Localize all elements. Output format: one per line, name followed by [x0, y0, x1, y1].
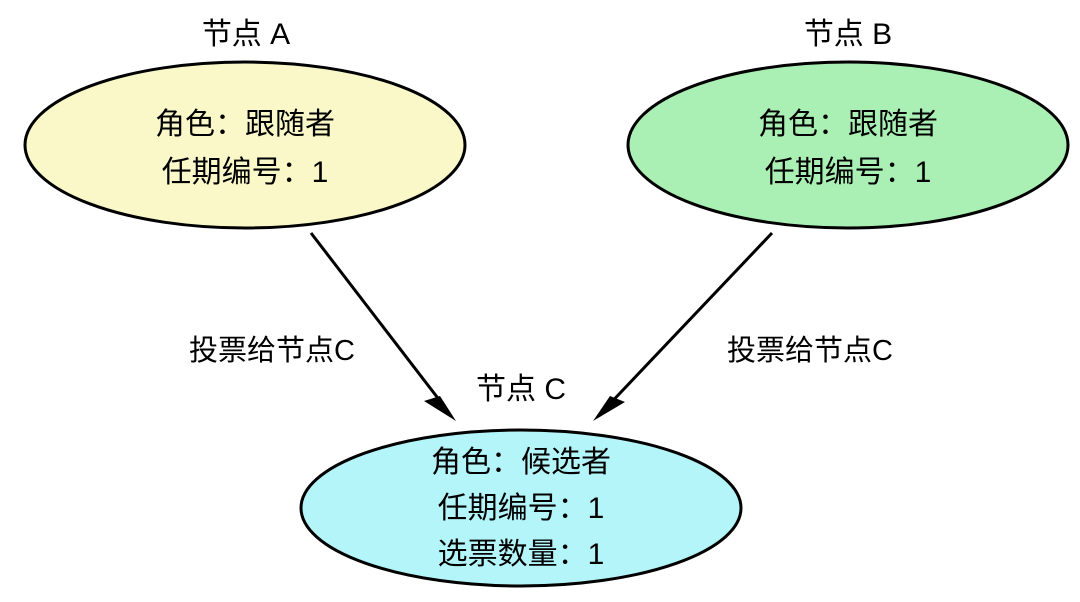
edge-a-to-c-line	[309, 232, 449, 411]
node-c[interactable]: 节点 C 角色：候选者 任期编号：1 选票数量：1	[299, 373, 743, 588]
edge-b-to-c-arrowhead	[593, 396, 625, 421]
node-c-ellipse[interactable]	[299, 428, 743, 588]
node-b-title: 节点 B	[804, 18, 892, 51]
edge-b-to-c-label: 投票给节点C	[727, 334, 893, 367]
node-a[interactable]: 节点 A 角色：跟随者 任期编号：1	[23, 18, 467, 230]
node-a-line-term: 任期编号：1	[162, 156, 329, 189]
edge-b-to-c: 投票给节点C	[593, 231, 893, 421]
node-a-ellipse[interactable]	[23, 60, 467, 230]
edge-b-to-c-line	[602, 231, 774, 412]
edge-a-to-c-arrowhead	[424, 396, 456, 421]
edge-a-to-c-label: 投票给节点C	[189, 334, 355, 367]
node-c-line-term: 任期编号：1	[438, 492, 605, 525]
node-b-line-role: 角色：跟随者	[758, 108, 938, 141]
node-b[interactable]: 节点 B 角色：跟随者 任期编号：1	[626, 18, 1070, 230]
node-c-line-votes: 选票数量：1	[438, 538, 605, 571]
node-a-title: 节点 A	[202, 18, 290, 51]
node-c-line-role: 角色：候选者	[431, 446, 611, 479]
node-b-line-term: 任期编号：1	[765, 156, 932, 189]
node-c-title: 节点 C	[476, 373, 566, 406]
node-a-line-role: 角色：跟随者	[155, 108, 335, 141]
edge-a-to-c: 投票给节点C	[189, 232, 456, 421]
node-b-ellipse[interactable]	[626, 60, 1070, 230]
